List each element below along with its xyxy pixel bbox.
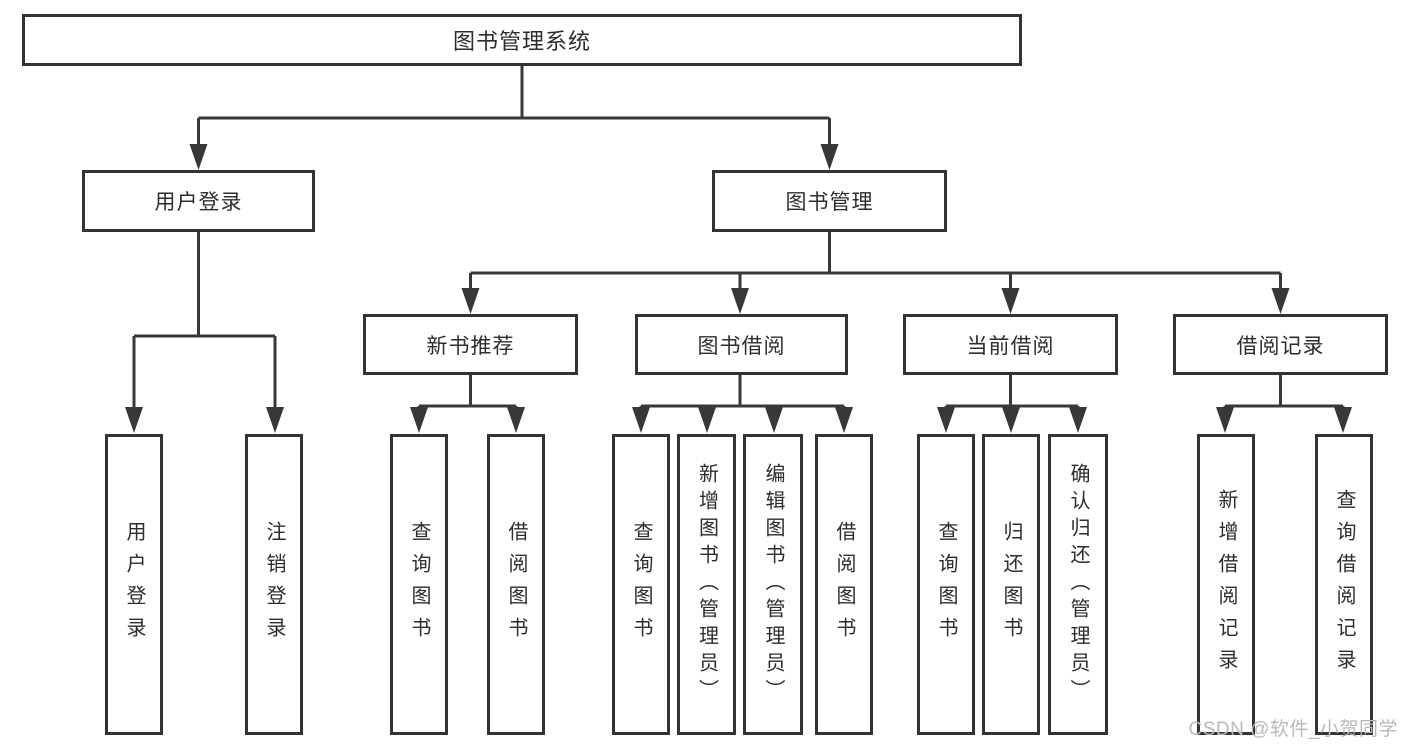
leaf-br-add-record-label: 新增借阅记录 xyxy=(1215,488,1237,681)
node-user-login-label: 用户登录 xyxy=(154,191,243,214)
leaf-nb-borrow-book-label: 借阅图书 xyxy=(505,520,527,649)
node-book-management-label: 图书管理 xyxy=(785,191,874,214)
arrowheads xyxy=(125,144,1352,433)
leaf-logout: 注销登录 xyxy=(245,434,303,735)
leaf-cb-query-book: 查询图书 xyxy=(917,434,975,735)
leaf-bb-query-book: 查询图书 xyxy=(612,434,670,735)
leaf-bb-borrow-book: 借阅图书 xyxy=(815,434,873,735)
leaf-br-query-record-label: 查询借阅记录 xyxy=(1333,488,1355,681)
node-user-login: 用户登录 xyxy=(82,170,315,232)
node-borrow-record: 借阅记录 xyxy=(1173,314,1388,375)
leaf-br-query-record: 查询借阅记录 xyxy=(1315,434,1373,735)
leaf-user-login-label: 用户登录 xyxy=(123,520,145,649)
leaf-bb-query-book-label: 查询图书 xyxy=(630,520,652,649)
node-borrow-record-label: 借阅记录 xyxy=(1236,334,1325,358)
leaf-nb-query-book: 查询图书 xyxy=(390,434,448,735)
leaf-cb-return-book: 归还图书 xyxy=(982,434,1040,735)
node-root-label: 图书管理系统 xyxy=(452,29,591,54)
node-book-management: 图书管理 xyxy=(712,170,947,232)
node-book-borrow-label: 图书借阅 xyxy=(697,334,786,358)
leaf-bb-edit-book-label: 编辑图书（管理员） xyxy=(762,463,784,706)
leaf-nb-borrow-book: 借阅图书 xyxy=(487,434,545,735)
leaf-cb-confirm-return-label: 确认归还（管理员） xyxy=(1067,463,1089,706)
leaf-cb-query-book-label: 查询图书 xyxy=(935,520,957,649)
node-new-book-recommend: 新书推荐 xyxy=(363,314,578,375)
leaf-user-login: 用户登录 xyxy=(105,434,163,735)
leaf-br-add-record: 新增借阅记录 xyxy=(1197,434,1255,735)
leaf-cb-return-book-label: 归还图书 xyxy=(1000,520,1022,649)
leaf-cb-confirm-return: 确认归还（管理员） xyxy=(1048,434,1108,735)
leaf-nb-query-book-label: 查询图书 xyxy=(408,520,430,649)
node-new-book-recommend-label: 新书推荐 xyxy=(426,334,515,358)
leaf-bb-add-book: 新增图书（管理员） xyxy=(677,434,736,735)
node-root: 图书管理系统 xyxy=(22,14,1022,66)
leaf-bb-edit-book: 编辑图书（管理员） xyxy=(743,434,803,735)
node-current-borrow-label: 当前借阅 xyxy=(966,334,1055,358)
leaf-bb-add-book-label: 新增图书（管理员） xyxy=(695,463,718,706)
csdn-watermark: CSDN @软件_小贺同学 xyxy=(1188,719,1398,740)
node-book-borrow: 图书借阅 xyxy=(635,314,848,375)
node-current-borrow: 当前借阅 xyxy=(903,314,1118,375)
leaf-bb-borrow-book-label: 借阅图书 xyxy=(833,520,855,649)
leaf-logout-label: 注销登录 xyxy=(263,520,285,649)
